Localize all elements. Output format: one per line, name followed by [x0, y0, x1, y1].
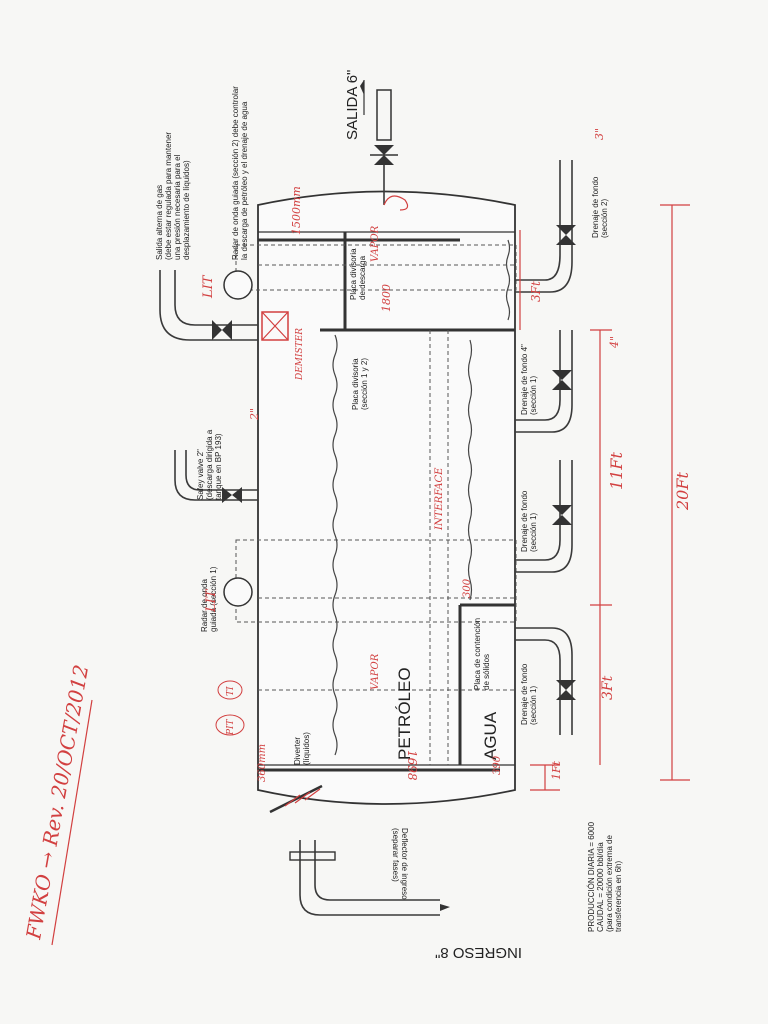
placa-descarga-note: de descarga: [358, 255, 367, 300]
dim-3in: 3": [593, 128, 606, 140]
salida-label: SALIDA 6": [344, 70, 361, 140]
radar-s1-label: Radar de onda: [200, 579, 209, 632]
deflector-label: Deflector de ingreso: [400, 828, 409, 900]
ti-tag: TI: [226, 686, 236, 696]
vapor-bottom: VAPOR: [370, 653, 381, 690]
drain-s1a-note: (sección 1): [529, 376, 538, 415]
dim-300: 300: [462, 578, 473, 598]
dim-1800: 1800: [380, 284, 393, 312]
vessel: [257, 190, 516, 805]
inlet-deflector: [269, 784, 323, 814]
safety-valve-note-2: tanque en BP 193): [214, 433, 223, 500]
radar-section-2: [223, 270, 253, 300]
diverter-note: (líquidos): [302, 732, 311, 765]
radar-s1-note: guiada (sección 1): [209, 566, 218, 632]
diverter-label: Diverter: [293, 737, 302, 765]
drain-section-1c: [515, 627, 576, 735]
dim-2in: 2": [248, 408, 261, 421]
drain-s2-note: (sección 2): [600, 199, 609, 238]
radar-s2-label: Radar de onda guiada (sección 2) debe co…: [231, 86, 240, 260]
drain-s1b-note: (sección 1): [529, 513, 538, 552]
placa-solidos-label: Placa de contención: [473, 618, 482, 690]
drain-s1b-label: Drenaje de fondo: [520, 490, 529, 552]
gas-outlet-note-3: desplazamiento de líquidos): [182, 160, 191, 260]
discharge-level-line: [505, 239, 511, 321]
pit-instrument: [215, 714, 245, 736]
demister-tag: DEMISTER: [295, 328, 305, 381]
drain-s1c-note: (sección 1): [529, 686, 538, 725]
radar-section-1: [223, 577, 253, 607]
drain-section-1a: [515, 330, 573, 433]
dim-1ft: 1Ft: [550, 760, 563, 780]
ti-instrument: [217, 680, 243, 700]
pit-tag: PIT: [226, 718, 236, 736]
production-line-1: PRODUCCIÓN DIARIA = 6000: [587, 821, 596, 932]
agua-label: AGUA: [481, 711, 500, 760]
interface-tag: INTERFACE: [434, 467, 445, 531]
dim-3ft-b: 3Ft: [600, 675, 616, 700]
dim-4in: 4": [608, 336, 621, 349]
dimension-lines: [519, 204, 690, 791]
gas-outlet-pipe: [159, 270, 289, 341]
inlet-pipe: [289, 840, 450, 916]
placa-1y2-note: (sección 1 y 2): [360, 358, 369, 410]
drain-s1a-label: Drenaje de fondo 4": [520, 344, 529, 415]
oil-level-line: [332, 334, 338, 756]
production-line-2: CAUDAL = 20000 bbl/día: [596, 842, 605, 932]
gas-outlet-note-2: una presión necesaria para el: [173, 154, 182, 260]
drain-section-2: [515, 160, 576, 293]
dim-11ft: 11Ft: [607, 452, 626, 490]
lit-top: LIT: [201, 274, 216, 299]
production-line-4: transferencia en 6h): [614, 861, 623, 932]
petroleo-label: PETRÓLEO: [395, 667, 414, 760]
lit-bottom: LIT: [204, 588, 219, 613]
vapor-top: VAPOR: [370, 225, 381, 262]
safety-valve-label: Safey valve 2": [196, 449, 205, 500]
dim-1500: 1500mm: [290, 186, 303, 235]
placa-solidos-note: de sólidos: [482, 654, 491, 690]
dim-360: 360mm: [257, 744, 268, 782]
drain-s2-label: Drenaje de fondo: [591, 176, 600, 238]
placa-1y2-label: Placa divisoria: [351, 358, 360, 410]
ingreso-label: INGRESO 8": [435, 944, 522, 961]
revision-note: FWKO → Rev. 20/OCT/2012: [21, 663, 93, 942]
gas-outlet-label: Salida alterna de gas: [155, 185, 164, 260]
dim-3ft-a: 3Ft: [529, 281, 543, 302]
gas-outlet-note-1: (debe estar regulada para mantener: [164, 132, 173, 260]
radar-s2-note: la descarga de petróleo y el drenaje de …: [240, 101, 249, 260]
deflector-note: (separar fases): [391, 828, 400, 882]
dim-1698: 1698: [405, 750, 419, 781]
drain-s1c-label: Drenaje de fondo: [520, 663, 529, 725]
drain-section-1b: [515, 460, 573, 573]
safety-valve-note-1: (descarga dirigida a: [205, 429, 214, 500]
outlet-pipe: [360, 80, 398, 205]
dim-20ft: 20Ft: [673, 472, 692, 511]
dim-390: 390: [492, 755, 503, 775]
safety-valve: [174, 450, 258, 503]
placa-descarga-label: Placa divisoria: [349, 248, 358, 300]
interface-level-line: [467, 339, 473, 601]
production-line-3: (para condición extrema de: [605, 835, 614, 932]
